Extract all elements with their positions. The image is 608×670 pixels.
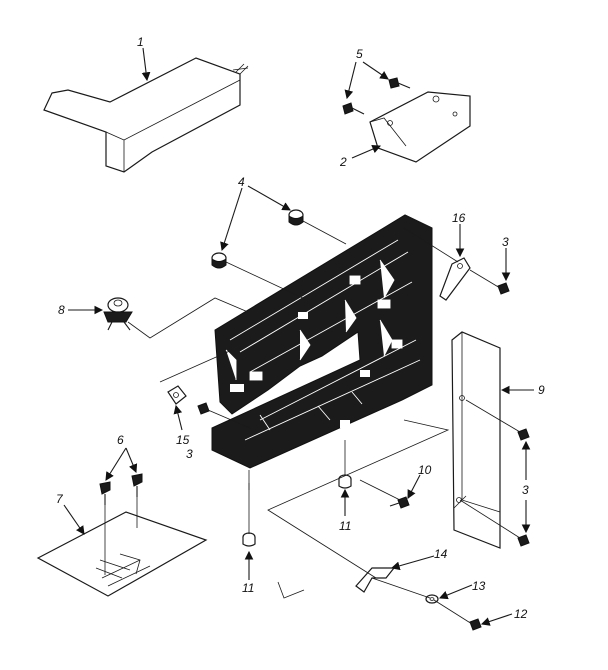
label-7: 7 <box>56 492 64 506</box>
label-9: 9 <box>538 383 545 397</box>
label-3-top: 3 <box>502 235 509 249</box>
label-13: 13 <box>472 579 486 593</box>
switch-assembly <box>103 297 133 331</box>
label-11-left: 11 <box>242 581 254 595</box>
lever <box>439 257 471 301</box>
label-14: 14 <box>434 547 448 561</box>
callout-arrows <box>63 47 534 626</box>
main-frame <box>211 214 433 469</box>
label-5: 5 <box>356 47 363 61</box>
label-3-right: 3 <box>522 483 529 497</box>
base-plate <box>36 511 208 597</box>
bracket-screw <box>342 77 411 115</box>
label-2: 2 <box>339 155 347 169</box>
label-8: 8 <box>58 303 65 317</box>
part-labels: 1 5 2 4 16 3 8 9 15 3 6 3 10 7 11 14 11 … <box>56 35 545 621</box>
assembly-lines <box>104 220 521 625</box>
label-1: 1 <box>137 35 144 49</box>
clip-small <box>167 385 187 405</box>
label-15: 15 <box>176 433 190 447</box>
screw-10 <box>389 496 410 509</box>
label-16: 16 <box>452 211 466 225</box>
screw <box>197 282 530 547</box>
screw-12 <box>469 618 482 631</box>
label-10: 10 <box>418 463 432 477</box>
base-plate-screw <box>99 473 143 505</box>
clip <box>355 567 396 593</box>
label-11-right: 11 <box>339 519 351 533</box>
rubber-foot <box>242 474 352 547</box>
label-4: 4 <box>238 175 245 189</box>
rubber-grommet <box>211 209 304 269</box>
bracket-plate <box>369 91 471 163</box>
side-panel <box>451 331 501 549</box>
upper-cover <box>43 57 249 173</box>
label-3-mid: 3 <box>186 447 193 461</box>
label-6: 6 <box>117 433 124 447</box>
label-12: 12 <box>514 607 528 621</box>
